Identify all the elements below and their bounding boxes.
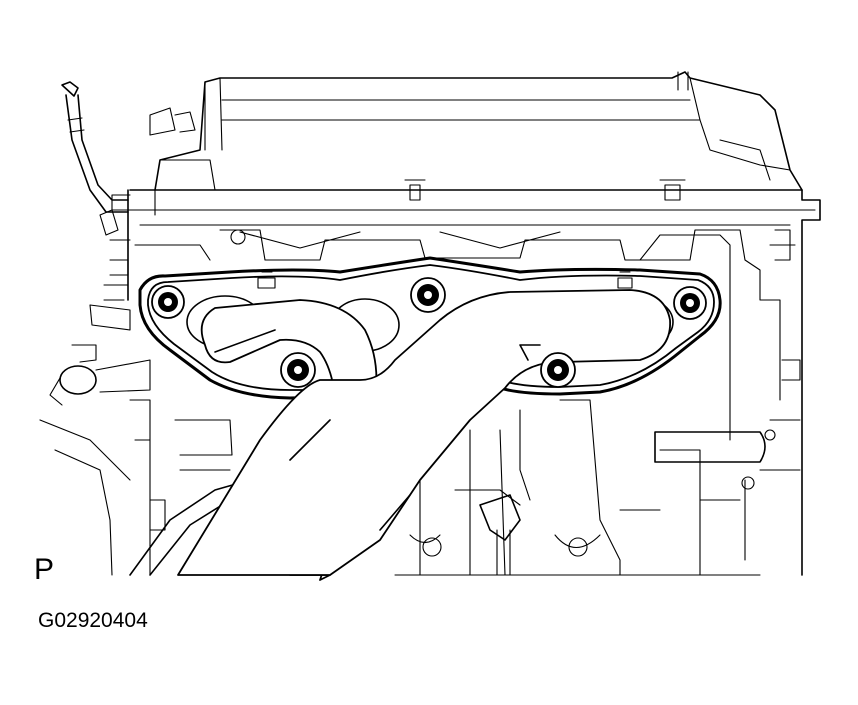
engine-block-lower [129, 394, 766, 576]
cylinder-head-cover [139, 71, 803, 191]
exhaust-manifold-gasket [138, 256, 722, 400]
bolt-lower-right [540, 352, 576, 388]
bolt-far-left [151, 285, 185, 319]
cylinder-head-body [111, 179, 821, 576]
figure-id-label: G02920404 [38, 609, 148, 632]
bolt-lower-left [280, 352, 316, 388]
bolt-upper-center [410, 277, 446, 313]
bolt-far-right [673, 286, 707, 320]
view-letter-label: P [34, 553, 55, 586]
manifold-bolts [151, 277, 707, 388]
left-side-pipes [39, 81, 151, 576]
